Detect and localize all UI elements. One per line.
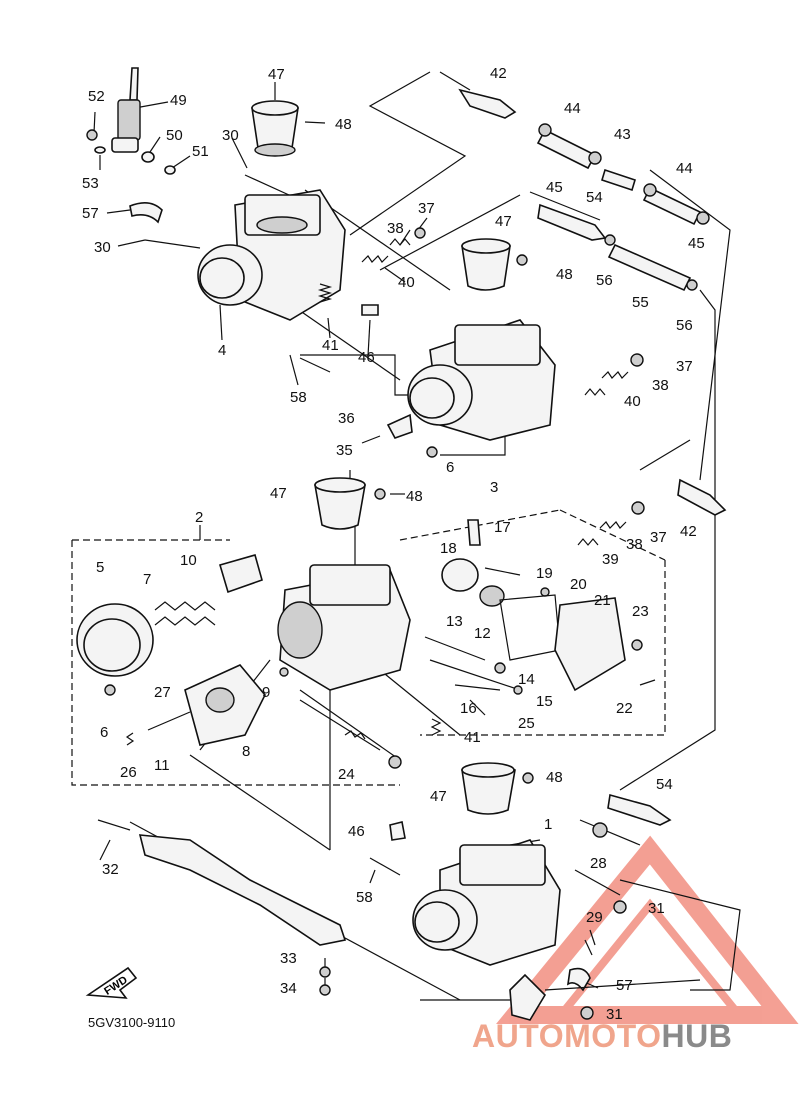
part-number-label: 16 [460,700,477,717]
part-number-label: 23 [632,603,649,620]
part-number-label: 40 [398,274,415,291]
part-number-label: 14 [518,671,535,688]
part-number-label: 20 [570,576,587,593]
part-number-label: 15 [536,693,553,710]
watermark-text-part2: HUB [661,1018,733,1054]
part-number-label: 54 [656,776,673,793]
part-number-label: 42 [680,523,697,540]
part-number-label: 53 [82,175,99,192]
part-number-label: 21 [594,592,611,609]
part-number-label: 30 [94,239,111,256]
part-number-label: 51 [192,143,209,160]
part-number-label: 1 [544,816,552,833]
part-number-label: 27 [154,684,171,701]
carburetor-assembly-3 [361,238,644,458]
part-number-label: 13 [446,613,463,630]
part-number-label: 47 [430,788,447,805]
part-number-label: 26 [120,764,137,781]
part-number-label: 38 [652,377,669,394]
part-number-label: 2 [195,509,203,526]
part-number-label: 7 [143,571,151,588]
part-number-label: 31 [606,1006,623,1023]
part-number-label: 10 [180,552,197,569]
part-number-label: 48 [406,488,423,505]
part-number-label: 47 [495,213,512,230]
part-number-label: 24 [338,766,355,783]
part-number-label: 56 [676,317,693,334]
watermark-text: AUTOMOTOHUB [472,1018,732,1055]
part-number-label: 44 [564,100,581,117]
part-number-label: 43 [614,126,631,143]
part-number-label: 40 [624,393,641,410]
part-number-label: 56 [596,272,613,289]
part-number-label: 50 [166,127,183,144]
part-number-label: 6 [446,459,454,476]
part-number-label: 33 [280,950,297,967]
fwd-arrow: FWD [85,966,138,999]
carburetor-assembly-1 [97,762,701,1021]
part-number-label: 37 [418,200,435,217]
part-number-label: 12 [474,625,491,642]
part-number-label: 17 [494,519,511,536]
part-number-label: 22 [616,700,633,717]
part-number-label: 6 [100,724,108,741]
part-number-label: 31 [648,900,665,917]
part-number-label: 38 [626,536,643,553]
part-number-label: 46 [358,349,375,366]
part-number-label: 5 [96,559,104,576]
part-number-label: 19 [536,565,553,582]
part-number-label: 45 [546,179,563,196]
part-number-label: 28 [590,855,607,872]
diagram-code: 5GV3100-9110 [88,1015,176,1030]
part-number-label: 38 [387,220,404,237]
part-number-label: 37 [676,358,693,375]
part-number-label: 25 [518,715,535,732]
part-number-label: 9 [262,684,270,701]
part-number-label: 8 [242,743,250,760]
part-number-label: 39 [602,551,619,568]
part-number-label: 58 [356,889,373,906]
part-number-label: 18 [440,540,457,557]
part-number-label: 45 [688,235,705,252]
part-number-label: 35 [336,442,353,459]
part-number-label: 54 [586,189,603,206]
part-number-label: 34 [280,980,297,997]
part-number-label: 42 [490,65,507,82]
hose-fittings-top [458,88,710,292]
carburetor-breakdown-2 [76,477,727,769]
part-number-label: 58 [290,389,307,406]
part-number-label: 3 [490,479,498,496]
part-number-label: 30 [222,127,239,144]
part-number-label: 52 [88,88,105,105]
watermark-logo [496,835,799,1024]
part-number-label: 41 [322,337,339,354]
part-number-label: 11 [154,757,170,774]
part-number-label: 29 [586,909,603,926]
part-number-label: 48 [335,116,352,133]
part-number-label: 41 [464,729,481,746]
part-number-label: 49 [170,92,187,109]
part-number-label: 57 [82,205,99,222]
part-number-label: 46 [348,823,365,840]
part-number-label: 44 [676,160,693,177]
part-number-label: 48 [546,769,563,786]
part-number-label: 37 [650,529,667,546]
part-number-label: 57 [616,977,633,994]
part-number-label: 36 [338,410,355,427]
carburetor-assembly-4 [86,67,426,373]
part-number-label: 47 [270,485,287,502]
watermark-text-part1: AUTOMOTO [472,1018,662,1054]
part-number-label: 32 [102,861,119,878]
part-number-label: 4 [218,342,226,359]
part-number-label: 55 [632,294,649,311]
part-number-label: 47 [268,66,285,83]
part-number-label: 48 [556,266,573,283]
